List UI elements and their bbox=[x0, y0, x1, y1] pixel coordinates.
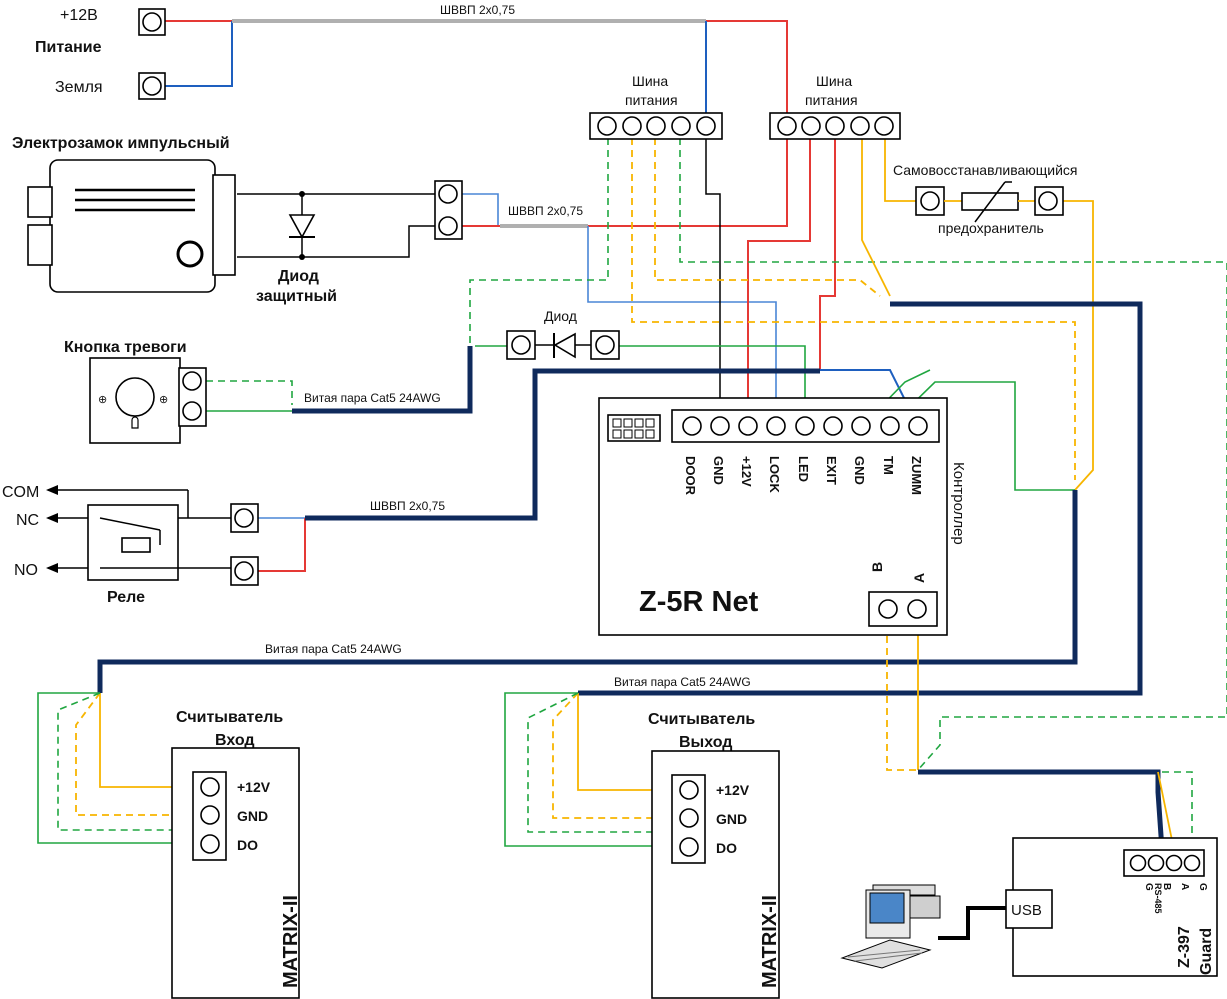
converter-z397: G A B G RS-485 Z-397 Guard USB bbox=[1005, 837, 1218, 977]
computer-icon bbox=[840, 884, 941, 969]
converter-rs485: RS-485 bbox=[1153, 883, 1163, 914]
reader-in-model: MATRIX-II bbox=[280, 895, 302, 988]
relay-nc-label: NC bbox=[16, 512, 39, 529]
electric-lock: Электрозамок импульсный Диод защитный ШВ… bbox=[12, 135, 583, 305]
bus1-line2: питания bbox=[625, 92, 678, 108]
power-bus-1: Шина питания bbox=[589, 73, 723, 140]
converter-pin-g2: G bbox=[1143, 883, 1154, 891]
bus2-line1: Шина bbox=[816, 73, 852, 89]
power-plus-label: +12В bbox=[60, 7, 98, 24]
usb-port bbox=[1005, 889, 1053, 929]
reader-out-pin-12v: +12V bbox=[716, 782, 750, 798]
relay-com-label: COM bbox=[2, 484, 39, 501]
reader-out-title-1: Считыватель bbox=[648, 711, 755, 728]
protective-diode bbox=[288, 214, 316, 239]
terminal-label-gnd-1: GND bbox=[711, 456, 726, 485]
power-bus-2: Шина питания bbox=[769, 73, 901, 140]
reader-out-pin-do: DO bbox=[716, 840, 737, 856]
lock-title: Электрозамок импульсный bbox=[12, 135, 230, 152]
power-ground-label: Земля bbox=[55, 79, 103, 96]
converter-pin-b: B bbox=[1161, 883, 1172, 890]
converter-model-2: Guard bbox=[1198, 928, 1215, 975]
svg-text:⊕: ⊕ bbox=[159, 394, 168, 406]
relay: COM NC NO Реле ШВВП 2х0,75 bbox=[2, 484, 445, 606]
cable-reader-out-label: Витая пара Cat5 24AWG bbox=[614, 675, 751, 689]
cable-alarm-label: Витая пара Cat5 24AWG bbox=[304, 391, 441, 405]
terminal-label-tm: TM bbox=[881, 456, 896, 475]
power-title: Питание bbox=[35, 39, 102, 56]
cable-relay-label: ШВВП 2х0,75 bbox=[370, 499, 445, 513]
reader-out: Считыватель Выход +12V GND DO MATRIX-II … bbox=[614, 675, 781, 999]
bus1-line1: Шина bbox=[632, 73, 668, 89]
reader-in-pin-do: DO bbox=[237, 837, 258, 853]
bus2-line2: питания bbox=[805, 92, 858, 108]
svg-text:⊕: ⊕ bbox=[98, 394, 107, 406]
controller-caption: Контроллер bbox=[950, 462, 967, 545]
reader-in-pin-12v: +12V bbox=[237, 779, 271, 795]
wires bbox=[37, 19, 1227, 940]
reader-in-pin-gnd: GND bbox=[237, 808, 268, 824]
alarm-title: Кнопка тревоги bbox=[64, 339, 187, 356]
terminal-label-12v: +12V bbox=[739, 456, 754, 487]
terminal-label-zumm: ZUMM bbox=[909, 456, 924, 495]
resettable-fuse: Самовосстанавливающийся предохранитель bbox=[893, 162, 1078, 236]
controller-rs-a: A bbox=[911, 573, 927, 583]
controller-name: Z-5R Net bbox=[639, 586, 759, 618]
cable-lock-label: ШВВП 2х0,75 bbox=[508, 204, 583, 218]
converter-pin-g1: G bbox=[1197, 883, 1208, 891]
reader-in-title-2: Вход bbox=[215, 732, 255, 749]
power-supply: +12В Питание Земля ШВВП 2х0,75 bbox=[35, 3, 515, 100]
lock-diode-label-1: Диод bbox=[278, 268, 319, 285]
reader-out-model: MATRIX-II bbox=[759, 895, 781, 988]
terminal-label-lock: LOCK bbox=[767, 456, 782, 493]
reader-out-title-2: Выход bbox=[679, 734, 732, 751]
alarm-button: Кнопка тревоги ⊕ ⊕ Витая пара Cat5 24AWG bbox=[64, 339, 441, 444]
fuse-label-2: предохранитель bbox=[938, 220, 1044, 236]
controller-rs-b: B bbox=[869, 562, 885, 572]
converter-pin-a: A bbox=[1179, 883, 1190, 890]
cable-reader-in-label: Витая пара Cat5 24AWG bbox=[265, 642, 402, 656]
diode: Диод bbox=[506, 308, 620, 360]
diode-label: Диод bbox=[544, 308, 577, 324]
usb-label: USB bbox=[1011, 902, 1042, 919]
cable-top-label: ШВВП 2х0,75 bbox=[440, 3, 515, 17]
reader-in-title-1: Считыватель bbox=[176, 709, 283, 726]
reader-out-pin-gnd: GND bbox=[716, 811, 747, 827]
reader-in: Считыватель Вход +12V GND DO MATRIX-II В… bbox=[171, 642, 402, 999]
converter-model-1: Z-397 bbox=[1176, 926, 1193, 968]
terminal-label-gnd-2: GND bbox=[852, 456, 867, 485]
terminal-label-led: LED bbox=[796, 456, 811, 482]
fuse-label-1: Самовосстанавливающийся bbox=[893, 162, 1078, 178]
terminal-label-door: DOOR bbox=[683, 456, 698, 496]
relay-no-label: NO bbox=[14, 562, 38, 579]
relay-title: Реле bbox=[107, 589, 145, 606]
terminal-label-exit: EXIT bbox=[824, 456, 839, 485]
lock-diode-label-2: защитный bbox=[256, 288, 337, 305]
lock-body bbox=[49, 159, 216, 293]
controller-z5r-net: DOOR GND +12V LOCK LED EXIT GND TM ZUMM … bbox=[598, 397, 967, 636]
